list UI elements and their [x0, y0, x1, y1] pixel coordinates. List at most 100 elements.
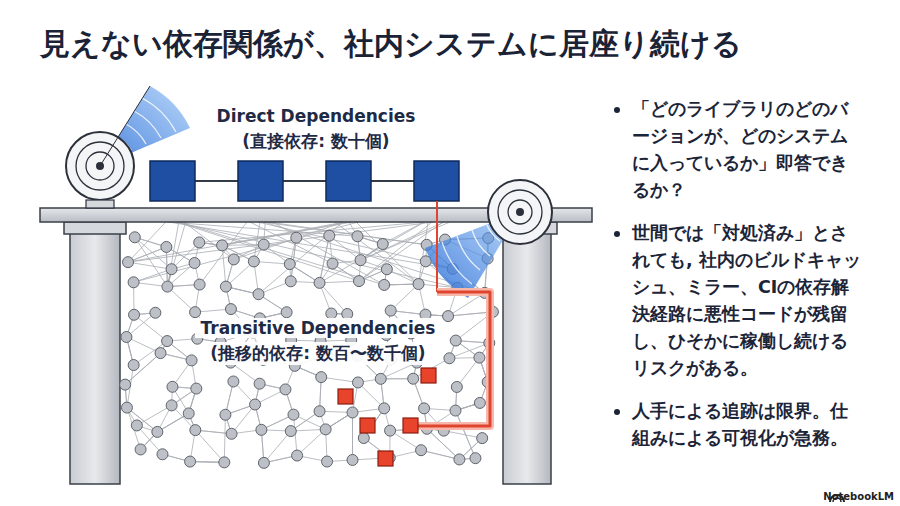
dependency-link [179, 222, 384, 285]
dependency-node [451, 381, 462, 392]
dependency-node [385, 305, 396, 316]
dependency-link [137, 405, 172, 425]
dependency-node [191, 383, 202, 394]
dependency-node [226, 428, 237, 439]
bullet-text: 世間では「対処済み」とされても, 社内のビルドキャッシュ、ミラー、CIの依存解決… [632, 220, 864, 382]
dependency-node [314, 406, 325, 417]
dependency-node [285, 426, 296, 437]
section-label: Transitive Dependencies [195, 318, 442, 338]
dependency-node [381, 264, 392, 275]
dependency-node [166, 264, 177, 275]
dependency-node [121, 402, 132, 413]
dependency-link [195, 430, 224, 462]
dependency-node [377, 239, 388, 250]
dependency-node [189, 258, 200, 269]
radar-dish [425, 180, 552, 298]
dependency-link [359, 222, 432, 281]
dependency-node [219, 457, 230, 468]
dependency-link [125, 353, 160, 385]
dependency-link [125, 353, 160, 385]
dependency-node [355, 255, 366, 266]
dependency-node [152, 426, 163, 437]
section-label: Direct Dependencies [217, 106, 416, 126]
dependency-node [253, 289, 264, 300]
dependency-node [190, 425, 201, 436]
dependency-node [288, 409, 299, 420]
dependency-node [250, 399, 261, 410]
dependency-node [413, 279, 424, 290]
dependency-node [254, 378, 265, 389]
dependency-node [450, 335, 461, 346]
direct-dependency [150, 161, 459, 201]
dependency-node [291, 232, 302, 243]
dependency-node [347, 407, 358, 418]
dependency-link [176, 222, 457, 288]
dependency-link [250, 222, 333, 264]
dependency-node [354, 276, 365, 287]
dependency-node [183, 408, 194, 419]
section-sublabel: (直接依存: 数十個) [242, 130, 389, 153]
dependency-node [150, 307, 161, 318]
bullet-dot [614, 409, 620, 415]
dependency-node [129, 309, 140, 320]
dependency-link [352, 412, 353, 459]
section-sublabel: (推移的依存: 数百〜数千個) [204, 342, 431, 365]
dependency-node [454, 454, 465, 465]
dependency-node [194, 279, 205, 290]
dependency-node [408, 373, 419, 384]
dependency-link [259, 222, 343, 294]
dependency-node [316, 372, 327, 383]
dependency-node [379, 403, 390, 414]
dependency-node [358, 433, 369, 444]
dependency-node [352, 377, 363, 388]
dependency-link [199, 222, 425, 242]
dependency-link [320, 222, 425, 283]
dependency-link [352, 412, 353, 459]
dependency-link [200, 222, 247, 285]
dependency-node [162, 281, 173, 292]
dependency-node [220, 409, 231, 420]
dependency-node [419, 403, 430, 414]
dependency-link [352, 412, 353, 459]
dependency-node [157, 449, 168, 460]
dependency-node [185, 456, 196, 467]
dependency-node [123, 257, 134, 268]
dependency-link [456, 411, 476, 459]
dependency-link [177, 222, 359, 281]
dependency-node [324, 230, 335, 241]
dependency-node [379, 279, 390, 290]
dependency-link [134, 341, 167, 365]
dependency-node [474, 397, 485, 408]
dependency-node [284, 259, 295, 270]
dependency-node [217, 240, 228, 251]
bullet-item: 「どのライブラリのどのバージョンが、どのシステムに入っているか」即答できるか？ [612, 96, 874, 204]
dependency-node [225, 304, 236, 315]
dependency-node [285, 276, 296, 287]
dependency-node [281, 307, 292, 318]
dependency-node [327, 258, 338, 269]
bullet-dot [614, 231, 620, 237]
dependency-link [134, 315, 167, 341]
dependency-node [162, 336, 173, 347]
dependency-link [456, 411, 476, 459]
radar-dish [66, 86, 190, 208]
dependency-link [128, 222, 434, 262]
dependency-node [228, 254, 239, 265]
dependency-node [228, 376, 239, 387]
dependency-node [375, 373, 386, 384]
dependency-node [258, 239, 269, 250]
dependency-node [443, 311, 454, 322]
dependency-link [222, 222, 352, 245]
dependency-node [131, 420, 142, 431]
dependency-node [155, 348, 166, 359]
bullet-dot [614, 107, 620, 113]
dependency-node [477, 433, 488, 444]
dependency-node [352, 231, 363, 242]
dependency-node [128, 277, 139, 288]
dependency-node [347, 454, 358, 465]
dependency-node [121, 331, 132, 342]
dependency-node [444, 353, 455, 364]
dependency-node [474, 352, 485, 363]
bullet-text: 「どのライブラリのどのバージョンが、どのシステムに入っているか」即答できるか？ [632, 96, 864, 204]
dependency-node [220, 281, 231, 292]
